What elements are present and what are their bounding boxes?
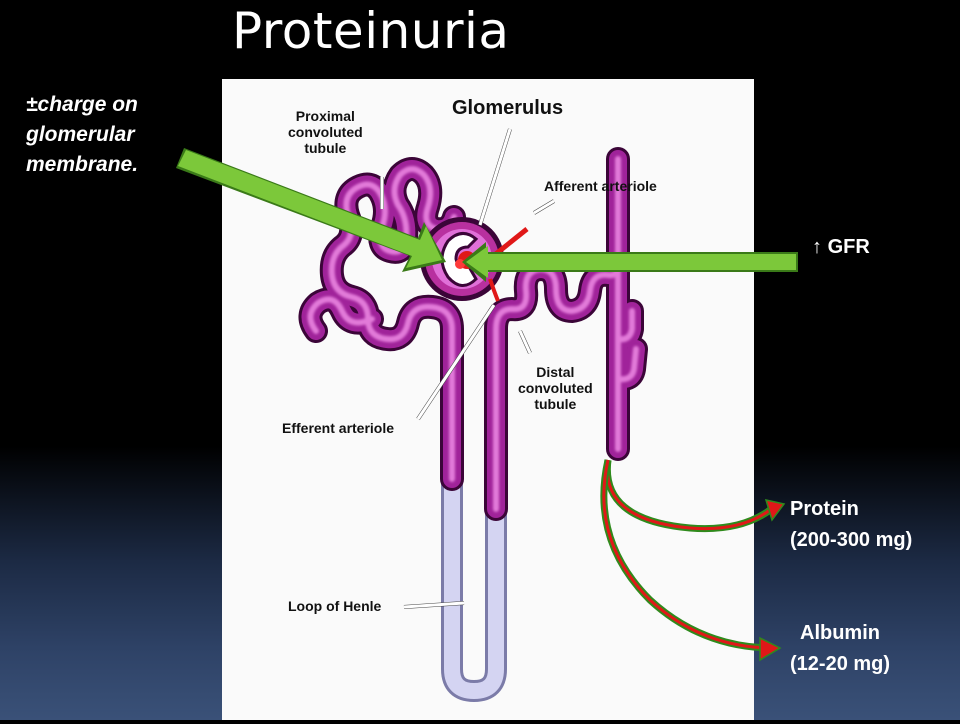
afferent-arteriole-label: Afferent arteriole — [544, 178, 657, 194]
slide-title: Proteinuria — [232, 2, 510, 60]
green-arrow-charge — [176, 148, 446, 272]
green-arrow-gfr — [462, 242, 798, 282]
proximal-label-line-1: Proximal — [295, 108, 355, 124]
albumin-value: (12-20 mg) — [790, 653, 891, 675]
gfr-note: ↑ GFR — [812, 236, 870, 259]
protein-note: Protein (200-300 mg) — [790, 494, 912, 556]
proximal-tubule-label: Proximal convoluted tubule — [288, 108, 363, 156]
proximal-label-line-2: convoluted — [288, 124, 363, 140]
distal-label-line-2: convoluted — [518, 380, 593, 396]
charge-note: ±charge on glomerular membrane. — [26, 90, 206, 180]
up-arrow-icon: ↑ — [812, 236, 822, 258]
nephron-diagram-panel: Glomerulus Proximal convoluted tubule Af… — [222, 79, 754, 720]
gfr-text: GFR — [827, 236, 870, 258]
albumin-note: Albumin (12-20 mg) — [790, 618, 890, 680]
tubule-system — [298, 147, 648, 521]
loop-of-henle-label: Loop of Henle — [288, 598, 382, 614]
charge-note-text: charge on glomerular membrane. — [26, 93, 139, 176]
distal-label-line-1: Distal — [536, 364, 575, 380]
loop-of-henle — [441, 463, 507, 703]
curved-arrow-protein — [603, 459, 786, 533]
protein-label: Protein — [790, 498, 859, 520]
efferent-arteriole-label: Efferent arteriole — [282, 420, 395, 436]
efferent-arteriole — [488, 278, 500, 302]
label-pointers — [380, 128, 556, 609]
proximal-label-line-3: tubule — [304, 140, 347, 156]
curved-arrow-albumin — [600, 459, 782, 662]
albumin-label: Albumin — [800, 622, 880, 644]
glomerulus-label: Glomerulus — [452, 97, 564, 119]
distal-tubule-label: Distal convoluted tubule — [518, 364, 593, 412]
protein-value: (200-300 mg) — [790, 529, 913, 551]
distal-label-line-3: tubule — [534, 396, 577, 412]
plus-minus-symbol: ± — [26, 93, 38, 116]
